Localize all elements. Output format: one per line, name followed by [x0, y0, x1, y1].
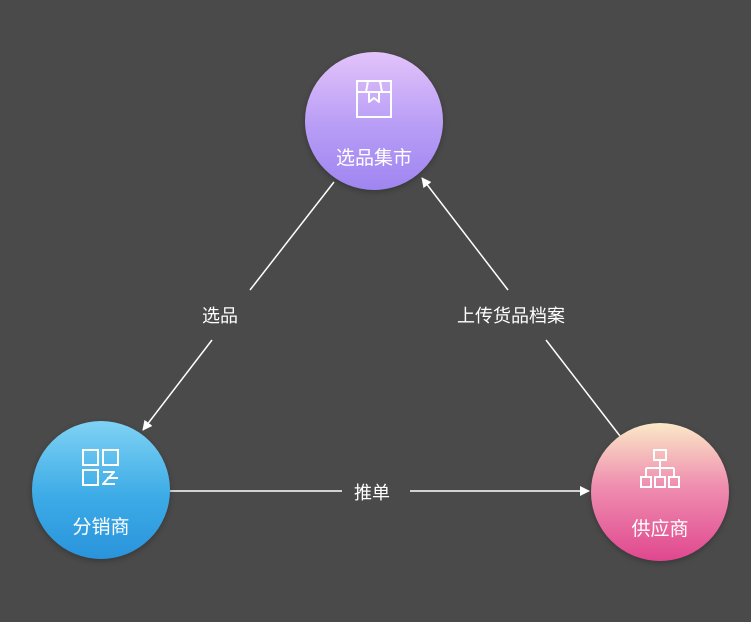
node-distributor-label: 分销商 [72, 516, 130, 538]
org-chart-icon [640, 449, 680, 488]
node-selection-market-label: 选品集市 [335, 147, 412, 169]
node-selection-market: 选品集市 [305, 52, 443, 190]
edge-upload-segment-1 [545, 339, 621, 437]
edge-upload-segment-2 [421, 177, 509, 291]
box-icon [356, 80, 392, 118]
edge-select-label: 选品 [202, 306, 238, 327]
node-supplier: 供应商 [591, 423, 729, 561]
edge-select-segment-1 [249, 181, 335, 291]
edge-upload-label: 上传货品档案 [457, 306, 565, 327]
apps-grid-icon [82, 449, 119, 486]
node-distributor: 分销商 [32, 421, 170, 559]
edge-select-segment-2 [142, 339, 213, 431]
edge-push-label: 推单 [354, 483, 390, 504]
node-supplier-label: 供应商 [631, 518, 689, 540]
